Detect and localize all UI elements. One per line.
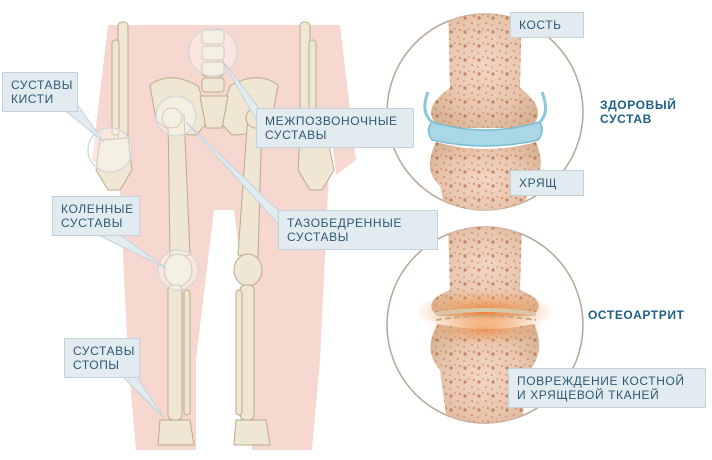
label-spine-joints: МЕЖПОЗВОНОЧНЫЕ СУСТАВЫ [256, 108, 414, 148]
label-hip-line2: СУСТАВЫ [287, 230, 349, 244]
title-osteoarthritis: ОСТЕОАРТРИТ [588, 308, 684, 322]
label-damage-line1: ПОВРЕЖДЕНИЕ КОСТНОЙ [517, 374, 685, 388]
label-knee-line2: СУСТАВЫ [61, 216, 123, 230]
hip-joint-marker [155, 95, 197, 137]
hand-joint-marker [87, 127, 133, 173]
label-damage-line2: И ХРЯЩЕВОЙ ТКАНЕЙ [517, 388, 660, 402]
label-hip-joints: ТАЗОБЕДРЕННЫЕ СУСТАВЫ [278, 210, 438, 250]
title-healthy-line1: ЗДОРОВЫЙ [600, 98, 677, 112]
title-healthy-line2: СУСТАВ [600, 112, 652, 126]
label-tissue-damage: ПОВРЕЖДЕНИЕ КОСТНОЙ И ХРЯЩЕВОЙ ТКАНЕЙ [508, 368, 706, 408]
label-hand-line1: СУСТАВЫ [11, 78, 73, 92]
label-foot-joints: СУСТАВЫ СТОПЫ [64, 338, 140, 378]
label-cartilage-text: ХРЯЩ [519, 176, 558, 190]
label-knee-joints: КОЛЕННЫЕ СУСТАВЫ [52, 196, 140, 236]
label-hand-line2: КИСТИ [11, 92, 54, 106]
label-bone-text: КОСТЬ [519, 18, 562, 32]
joint-markers [87, 27, 238, 291]
spine-joint-marker [188, 27, 238, 77]
label-foot-line2: СТОПЫ [73, 358, 120, 372]
label-spine-line2: СУСТАВЫ [265, 128, 327, 142]
label-cartilage: ХРЯЩ [510, 170, 584, 196]
title-healthy-joint: ЗДОРОВЫЙ СУСТАВ [600, 98, 676, 126]
label-hand-joints: СУСТАВЫ КИСТИ [2, 72, 78, 112]
label-hip-line1: ТАЗОБЕДРЕННЫЕ [287, 216, 403, 230]
title-osteoarthritis-text: ОСТЕОАРТРИТ [588, 308, 685, 322]
label-foot-line1: СУСТАВЫ [73, 344, 135, 358]
label-spine-line1: МЕЖПОЗВОНОЧНЫЕ [265, 114, 398, 128]
label-knee-line1: КОЛЕННЫЕ [61, 202, 134, 216]
label-bone: КОСТЬ [510, 12, 584, 38]
knee-joint-marker [157, 249, 199, 291]
